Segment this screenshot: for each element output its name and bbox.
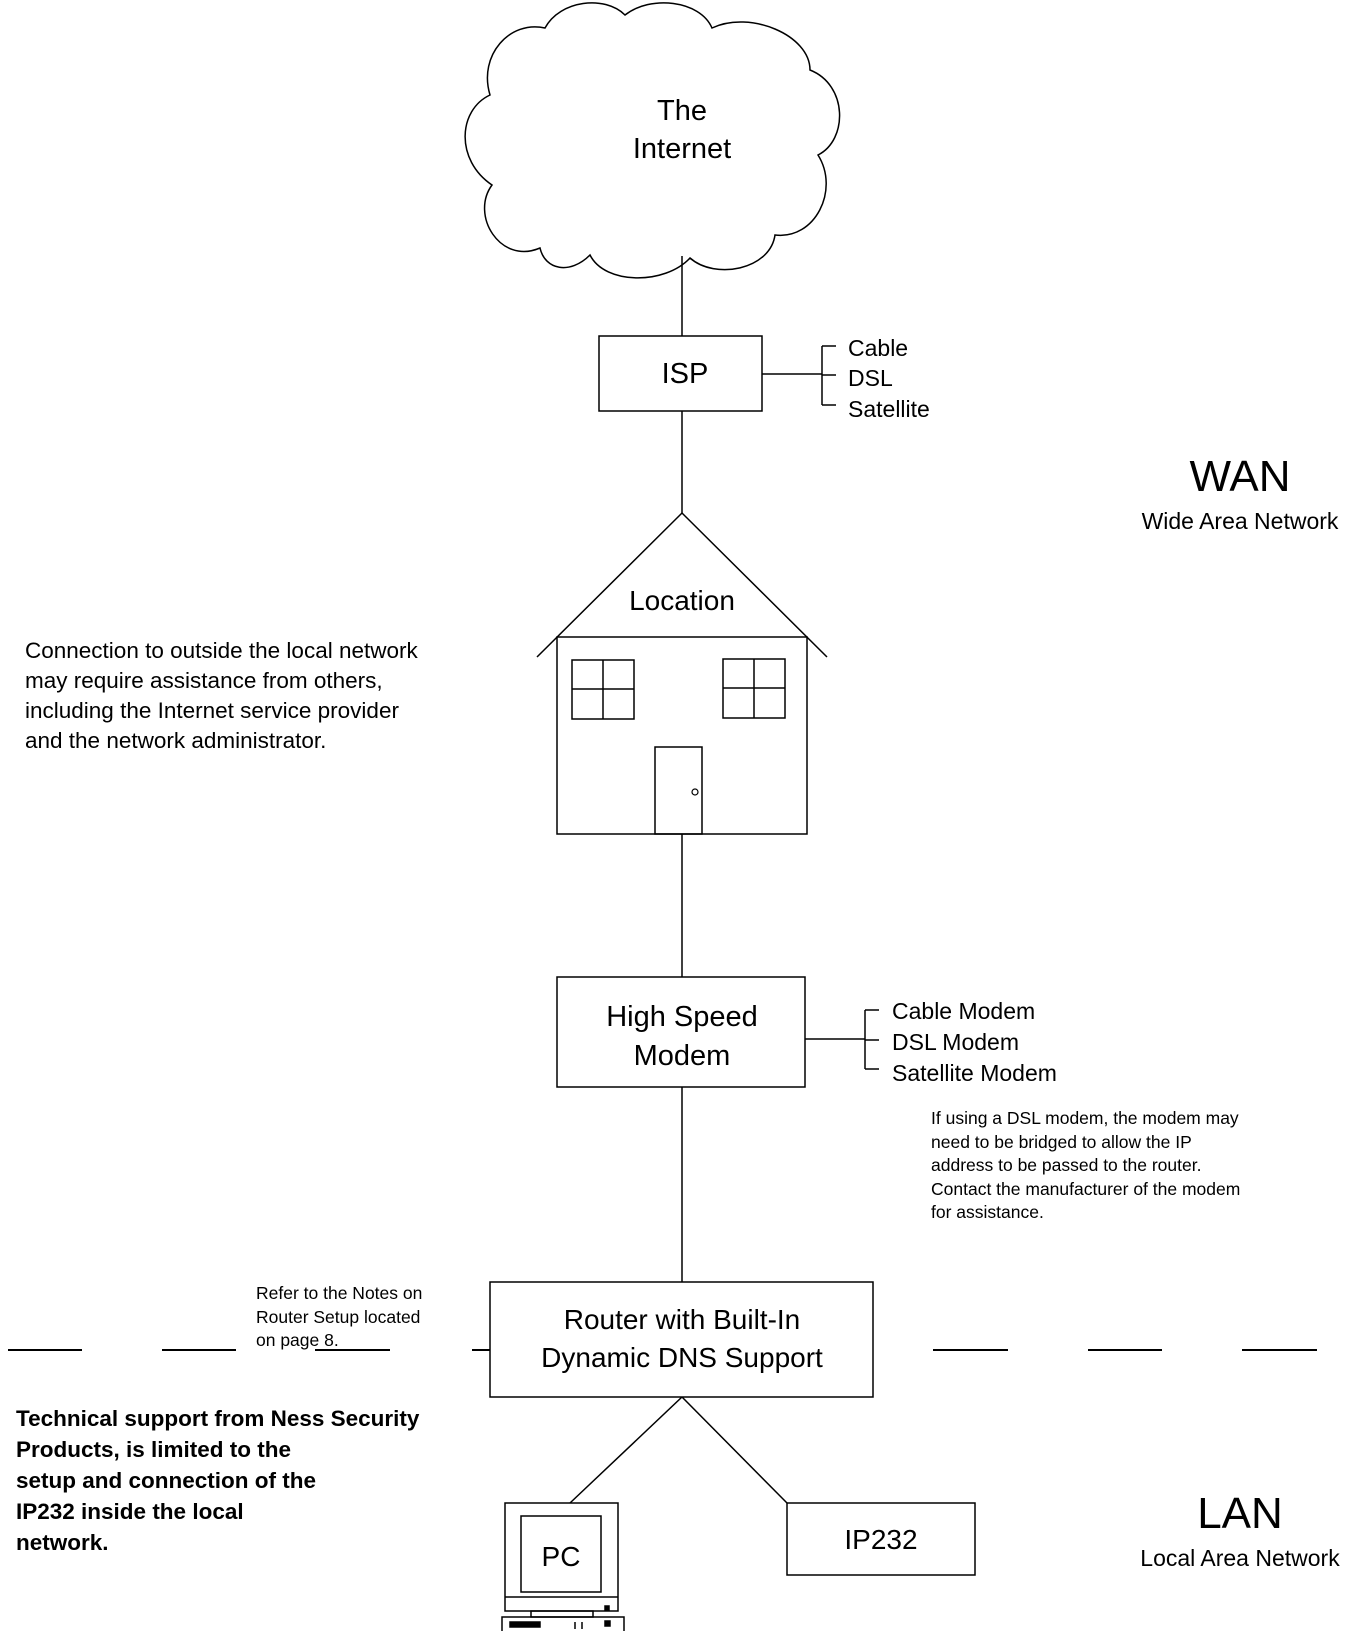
connection-note: Connection to outside the local network … bbox=[25, 636, 418, 756]
router-to-ip232-line bbox=[681, 1396, 788, 1504]
support-note-line: network. bbox=[16, 1530, 109, 1555]
modem-option: Satellite Modem bbox=[892, 1060, 1057, 1086]
dsl-note-line: need to be bridged to allow the IP bbox=[931, 1131, 1192, 1152]
location-label: Location bbox=[629, 585, 735, 616]
modem-label-line2: Modem bbox=[634, 1040, 731, 1072]
connection-note-line: may require assistance from others, bbox=[25, 668, 383, 693]
cloud-label-line1: The bbox=[657, 95, 707, 127]
wan-subtitle: Wide Area Network bbox=[1142, 508, 1339, 534]
isp-option: Cable bbox=[848, 335, 908, 361]
support-note-line: IP232 inside the local bbox=[16, 1499, 244, 1524]
modem-box bbox=[556, 976, 806, 1088]
router-label-line1: Router with Built-In bbox=[564, 1304, 801, 1335]
wan-title: WAN bbox=[1189, 452, 1290, 501]
ip232-label: IP232 bbox=[844, 1524, 917, 1555]
router-note-line: on page 8. bbox=[256, 1330, 339, 1350]
router-note-line: Router Setup located bbox=[256, 1306, 421, 1327]
dsl-note: If using a DSL modem, the modem may need… bbox=[931, 1107, 1240, 1225]
connection-note-line: including the Internet service provider bbox=[25, 698, 399, 723]
modem-option: DSL Modem bbox=[892, 1029, 1019, 1055]
isp-option: Satellite bbox=[848, 396, 930, 422]
connection-note-line: and the network administrator. bbox=[25, 728, 327, 753]
ip232-box bbox=[786, 1502, 976, 1576]
dsl-note-line: Contact the manufacturer of the modem bbox=[931, 1178, 1241, 1199]
dsl-note-line: for assistance. bbox=[931, 1202, 1044, 1222]
support-note: Technical support from Ness Security Pro… bbox=[16, 1403, 419, 1558]
modem-option: Cable Modem bbox=[892, 998, 1035, 1024]
connection-note-line: Connection to outside the local network bbox=[25, 638, 418, 663]
router-note-line: Refer to the Notes on bbox=[256, 1283, 423, 1303]
support-note-line: setup and connection of the bbox=[16, 1468, 317, 1493]
modem-label-line1: High Speed bbox=[606, 1001, 758, 1033]
router-note: Refer to the Notes on Router Setup locat… bbox=[256, 1282, 422, 1353]
pc-icon bbox=[501, 1502, 625, 1631]
modem-options-bracket bbox=[805, 1009, 879, 1070]
router-to-pc-line bbox=[569, 1396, 683, 1504]
internet-cloud bbox=[464, 2, 841, 279]
router-label-line2: Dynamic DNS Support bbox=[541, 1342, 823, 1373]
cloud-label-line2: Internet bbox=[633, 133, 731, 165]
isp-options-bracket bbox=[762, 345, 836, 406]
location-house bbox=[536, 511, 828, 835]
isp-option: DSL bbox=[848, 365, 893, 391]
lan-subtitle: Local Area Network bbox=[1140, 1545, 1340, 1571]
isp-label: ISP bbox=[662, 358, 709, 390]
pc-label: PC bbox=[542, 1541, 581, 1572]
dsl-note-line: address to be passed to the router. bbox=[931, 1155, 1202, 1175]
support-note-line: Technical support from Ness Security bbox=[16, 1406, 420, 1431]
router-box bbox=[489, 1281, 874, 1398]
lan-title: LAN bbox=[1197, 1489, 1283, 1538]
support-note-line: Products, is limited to the bbox=[16, 1437, 292, 1462]
dsl-note-line: If using a DSL modem, the modem may bbox=[931, 1108, 1239, 1128]
